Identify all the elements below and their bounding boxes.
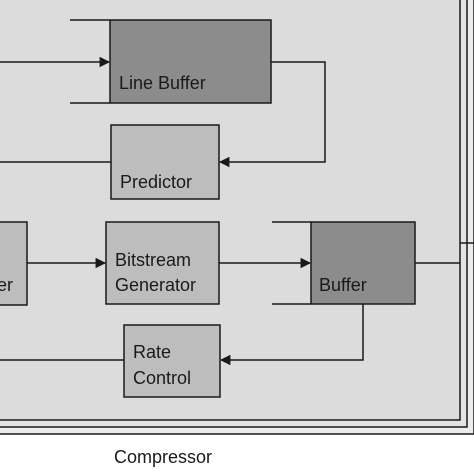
partial-left-label: er xyxy=(0,275,13,295)
compressor-caption: Compressor xyxy=(114,447,212,467)
buffer-label: Buffer xyxy=(319,275,367,295)
rate-control-label-line1: Rate xyxy=(133,342,171,362)
bitstream-generator-label-line1: Bitstream xyxy=(115,250,191,270)
arrow-buffer-to-rate-control xyxy=(219,304,364,366)
predictor-block xyxy=(110,124,220,200)
buffer-block xyxy=(310,221,416,305)
predictor-label: Predictor xyxy=(120,172,192,192)
rate-control-label-line2: Control xyxy=(133,368,191,388)
partial-left-block xyxy=(0,221,28,306)
line-buffer-block xyxy=(109,19,272,104)
bitstream-generator-block xyxy=(105,221,220,305)
line-buffer-label: Line Buffer xyxy=(119,73,206,93)
arrow-line-buffer-to-predictor xyxy=(218,61,326,168)
bitstream-generator-label-line2: Generator xyxy=(115,275,196,295)
